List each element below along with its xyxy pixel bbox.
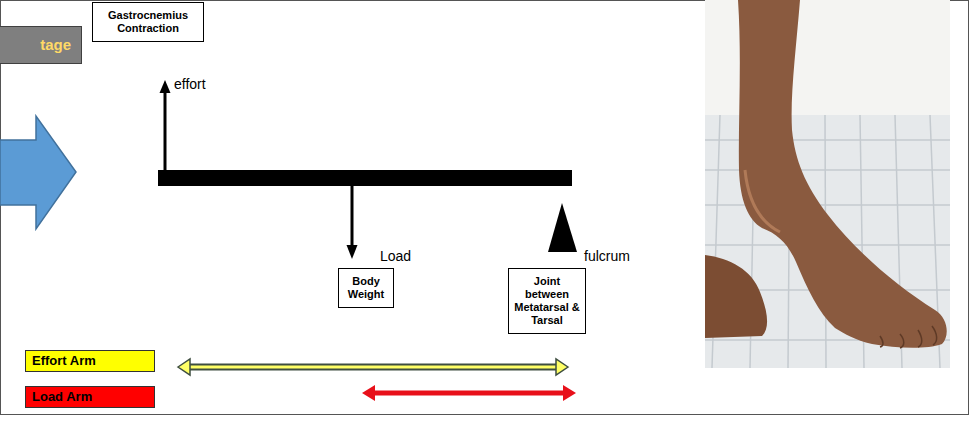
part-label: fulcrum <box>584 248 630 264</box>
node-text: Gastrocnemius Contraction <box>98 9 198 35</box>
effort-arrow <box>164 92 167 170</box>
node-text: Body Weight <box>342 275 390 301</box>
process-box: Gastrocnemius Contraction <box>92 2 204 42</box>
process-box: Body Weight <box>338 268 394 308</box>
force-label: effort <box>174 76 206 92</box>
legend-text: Load Arm <box>32 387 154 407</box>
node-text: tage <box>0 36 71 54</box>
force-label: Load <box>380 248 411 264</box>
foot-photo <box>705 0 950 368</box>
frame <box>1 1 969 415</box>
effort-arrowhead <box>160 80 171 93</box>
load-arrowhead <box>347 245 358 259</box>
load-arm-arrow <box>362 385 576 401</box>
fulcrum-triangle <box>548 203 577 252</box>
title-tab: tage <box>0 26 82 64</box>
effort-arm-arrow <box>178 359 568 375</box>
process-box: Joint between Metatarsal & Tarsal <box>508 268 586 334</box>
legend-text: Effort Arm <box>32 351 154 371</box>
load-arrow <box>351 186 354 246</box>
legend-swatch: Effort Arm <box>25 350 155 372</box>
node-text: Joint between Metatarsal & Tarsal <box>513 275 581 327</box>
lever-bar <box>158 170 572 186</box>
legend-swatch: Load Arm <box>25 386 155 408</box>
pointer-arrow <box>0 116 76 229</box>
